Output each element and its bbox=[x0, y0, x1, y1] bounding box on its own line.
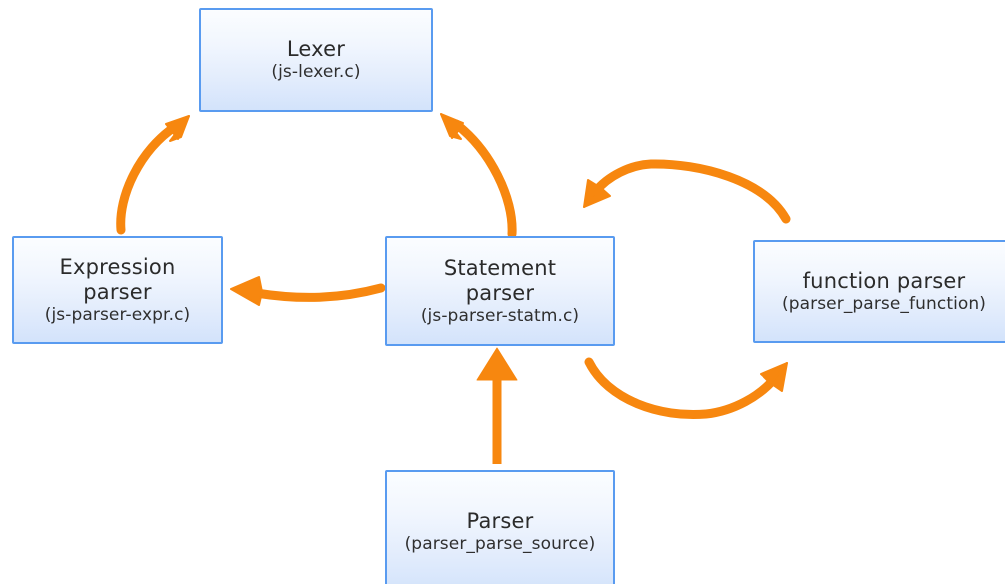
node-parser[interactable]: Parser (parser_parse_source) bbox=[385, 470, 615, 584]
node-function-parser-sublabel: (parser_parse_function) bbox=[781, 293, 987, 314]
node-parser-sublabel: (parser_parse_source) bbox=[404, 534, 596, 554]
node-statement-parser-sublabel: (js-parser-statm.c) bbox=[420, 305, 580, 326]
node-expression-parser-sublabel: (js-parser-expr.c) bbox=[44, 304, 191, 325]
edge-expression-to-lexer bbox=[116, 115, 190, 235]
node-expression-parser[interactable]: Expression parser (js-parser-expr.c) bbox=[12, 236, 223, 344]
node-lexer-title: Lexer bbox=[286, 37, 346, 61]
edge-statement-to-lexer bbox=[440, 113, 517, 239]
edge-parser-to-statement bbox=[476, 347, 518, 464]
edge-function-to-statement bbox=[583, 159, 791, 224]
node-expression-parser-title: Expression parser bbox=[59, 254, 176, 304]
node-parser-title: Parser bbox=[466, 509, 534, 533]
node-function-parser-title: function parser bbox=[802, 268, 966, 293]
node-statement-parser-title: Statement parser bbox=[443, 255, 557, 305]
edge-statement-to-expression bbox=[230, 276, 386, 306]
node-function-parser[interactable]: function parser (parser_parse_function) bbox=[753, 240, 1005, 343]
node-lexer[interactable]: Lexer (js-lexer.c) bbox=[199, 8, 433, 112]
node-lexer-sublabel: (js-lexer.c) bbox=[271, 62, 361, 82]
edge-statement-to-function bbox=[584, 357, 788, 420]
node-statement-parser[interactable]: Statement parser (js-parser-statm.c) bbox=[385, 236, 615, 346]
